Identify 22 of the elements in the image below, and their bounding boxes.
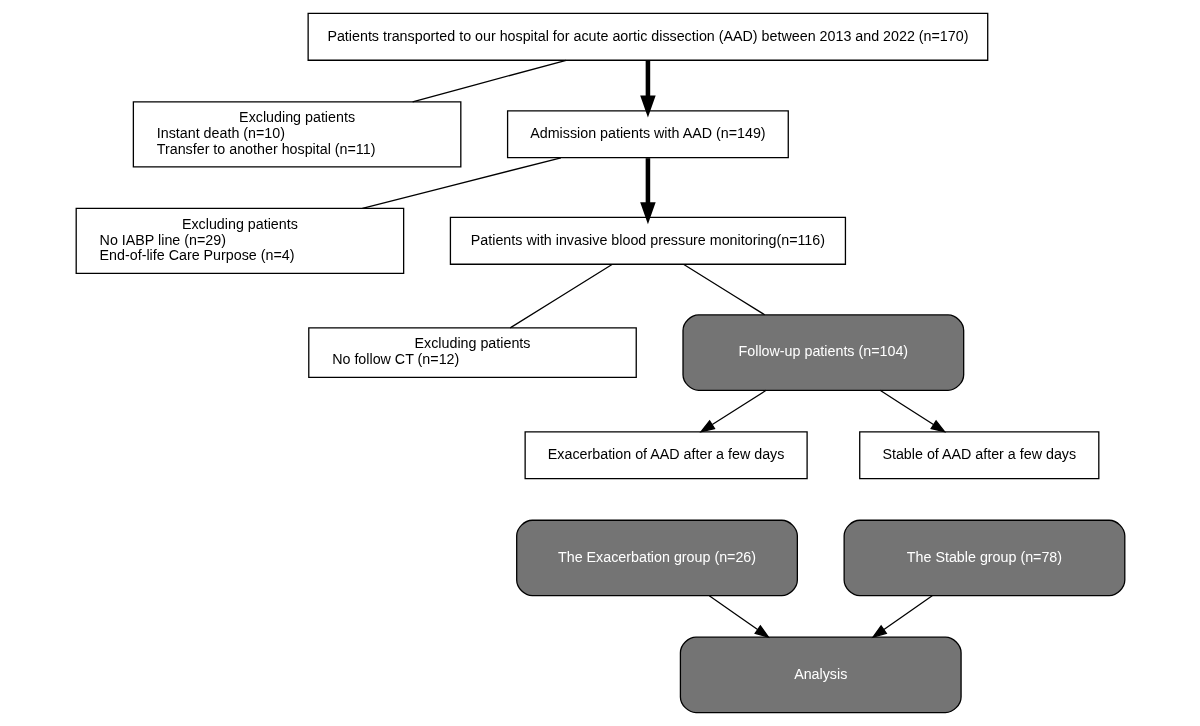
arrow	[878, 389, 946, 433]
connector	[361, 157, 562, 209]
node-box: Follow-up patients (n=104)	[681, 314, 964, 391]
node-box: Stable of AAD after a few days	[858, 431, 1099, 480]
node-box: Excluding patients Instant death (n=10) Transfer to another hospital (n=11)	[132, 101, 461, 168]
node-box: Analysis	[679, 636, 962, 714]
node-box: Exacerbation of AAD after a few days	[524, 431, 808, 480]
node-box: Excluding patients No IABP line (n=29) End-of-life Care Purpose (n=4)	[75, 207, 404, 274]
node-box: Patients with invasive blood pressure monitoring(n=116)	[449, 216, 846, 265]
arrow	[698, 389, 767, 433]
node-box: Excluding patients No follow CT (n=12)	[307, 327, 637, 378]
arrow	[639, 60, 656, 118]
connector	[509, 263, 613, 329]
arrow	[870, 595, 933, 639]
connector	[682, 263, 765, 316]
node-box: The Exacerbation group (n=26)	[515, 519, 798, 597]
node-box: Patients transported to our hospital for acute aortic dissection (AAD) between 2013 and 2022 (n=170)	[307, 12, 988, 61]
connector	[411, 59, 567, 103]
arrow	[708, 595, 770, 639]
node-box: The Stable group (n=78)	[843, 519, 1125, 597]
node-box: Admission patients with AAD (n=149)	[506, 110, 789, 159]
arrow	[639, 158, 656, 225]
